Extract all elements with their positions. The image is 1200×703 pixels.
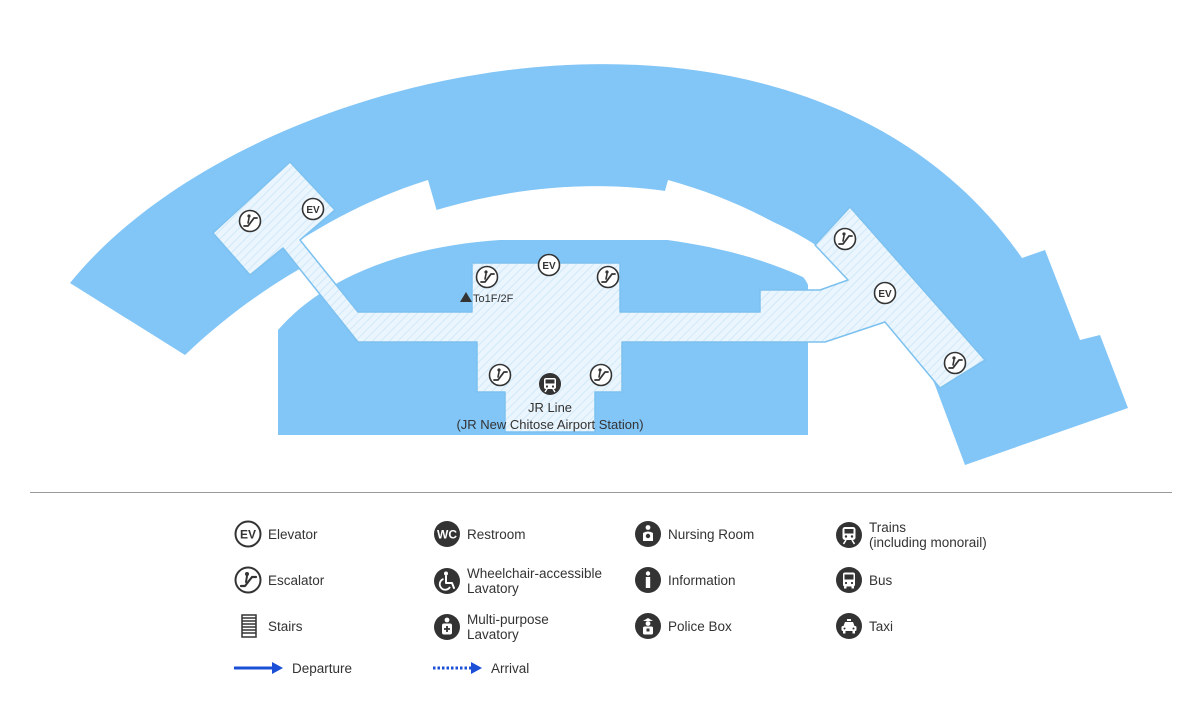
svg-text:WC: WC [437,528,457,542]
train-icon [538,372,562,396]
legend-arrival: Arrival [433,660,529,676]
legend-label: Information [668,572,736,588]
legend-label: Stairs [268,618,303,634]
elevator-icon [537,253,561,277]
to-floors-label: To1F/2F [473,293,514,305]
bus-icon [836,567,862,593]
up-triangle-icon [460,292,472,302]
legend-multipurpose-lavatory: Multi-purpose Lavatory [433,612,549,642]
jr-station-label: (JR New Chitose Airport Station) [456,417,643,432]
left-courtyard [300,180,444,290]
departure-arrow-icon [234,662,283,674]
floor-map: EV To1F/2F JR Line (JR New Chitose Airpo… [70,64,1128,466]
legend-label: Bus [869,572,893,588]
escalator-icon [596,265,620,289]
legend-police-box: Police Box [634,612,732,640]
taxi-icon [836,613,862,639]
svg-text:EV: EV [240,528,256,542]
legend-elevator: EV Elevator [234,520,318,548]
legend-label: Escalator [268,572,325,588]
nursing-room-icon [635,521,661,547]
escalator-icon [833,227,857,251]
legend-taxi: Taxi [835,612,893,640]
escalator-icon [488,363,512,387]
legend-label: Police Box [668,618,732,634]
walkway [212,161,986,433]
stairs-icon [241,614,257,638]
legend-restroom: WC Restroom [433,520,526,548]
elevator-icon [873,281,897,305]
terminal-outer-arc [70,64,1128,466]
legend-divider [30,492,1172,493]
escalator-icon [589,363,613,387]
legend-label: Trains (including monorail) [869,520,987,550]
legend-stairs: Stairs [234,612,303,640]
legend-label: Elevator [268,526,318,542]
legend-label: Multi-purpose Lavatory [467,612,549,642]
legend-label: Restroom [467,526,526,542]
legend-information: Information [634,566,736,594]
multipurpose-lavatory-icon [434,614,460,640]
right-courtyard [652,180,845,292]
information-icon [635,567,661,593]
escalator-icon [234,566,262,594]
escalator-icon [475,265,499,289]
arrival-arrow-icon [433,662,482,674]
legend-label: Arrival [491,660,530,676]
restroom-icon: WC [434,521,460,547]
legend-nursing-room: Nursing Room [634,520,754,548]
legend-label: Nursing Room [668,526,755,542]
jr-line-label: JR Line [528,400,572,415]
police-box-icon [635,613,661,639]
train-icon [836,522,862,548]
legend-departure: Departure [234,660,352,676]
elevator-icon: EV [234,520,262,548]
escalator-icon [943,351,967,375]
legend-label: Wheelchair-accessible Lavatory [467,566,603,596]
elevator-icon [301,197,325,221]
legend-label: Departure [292,660,353,676]
legend-escalator: Escalator [234,566,324,594]
wheelchair-icon [434,568,460,594]
legend-trains: Trains (including monorail) [835,520,987,550]
legend-label: Taxi [869,618,894,634]
escalator-icon [238,209,262,233]
legend-wheelchair-lavatory: Wheelchair-accessible Lavatory [433,566,602,596]
legend-bus: Bus [835,566,892,594]
